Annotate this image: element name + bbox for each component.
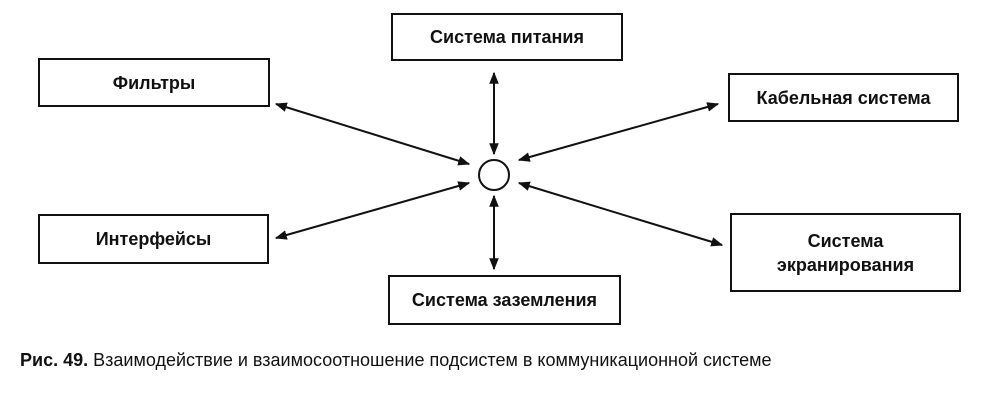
- connector-cables: [517, 102, 720, 162]
- filters-label: Фильтры: [112, 72, 196, 93]
- connector-shielding: [517, 181, 724, 247]
- power-system-box: Система питания: [391, 13, 623, 61]
- interfaces-box: Интерфейсы: [38, 214, 269, 264]
- figure-number: Рис. 49.: [20, 350, 89, 370]
- shielding-system-label-line2: экранирования: [776, 254, 915, 275]
- central-hub-circle: [478, 159, 510, 191]
- grounding-system-box: Система заземления: [388, 275, 621, 325]
- power-system-label: Система питания: [430, 27, 584, 47]
- cable-system-box: Кабельная система: [728, 73, 959, 122]
- grounding-system-label: Система заземления: [411, 290, 598, 310]
- filters-box: Фильтры: [38, 58, 270, 107]
- shielding-system-label-line1: Система: [807, 230, 884, 251]
- figure-caption-text: Взаимодействие и взаимосоотношение подси…: [93, 350, 772, 370]
- interfaces-label: Интерфейсы: [95, 229, 212, 249]
- connector-filters: [274, 102, 471, 166]
- cable-system-label: Кабельная система: [756, 87, 931, 108]
- connector-interfaces: [274, 181, 471, 240]
- figure-caption: Рис. 49. Взаимодействие и взаимосоотноше…: [20, 350, 772, 371]
- shielding-system-box: Система экранирования: [730, 213, 961, 292]
